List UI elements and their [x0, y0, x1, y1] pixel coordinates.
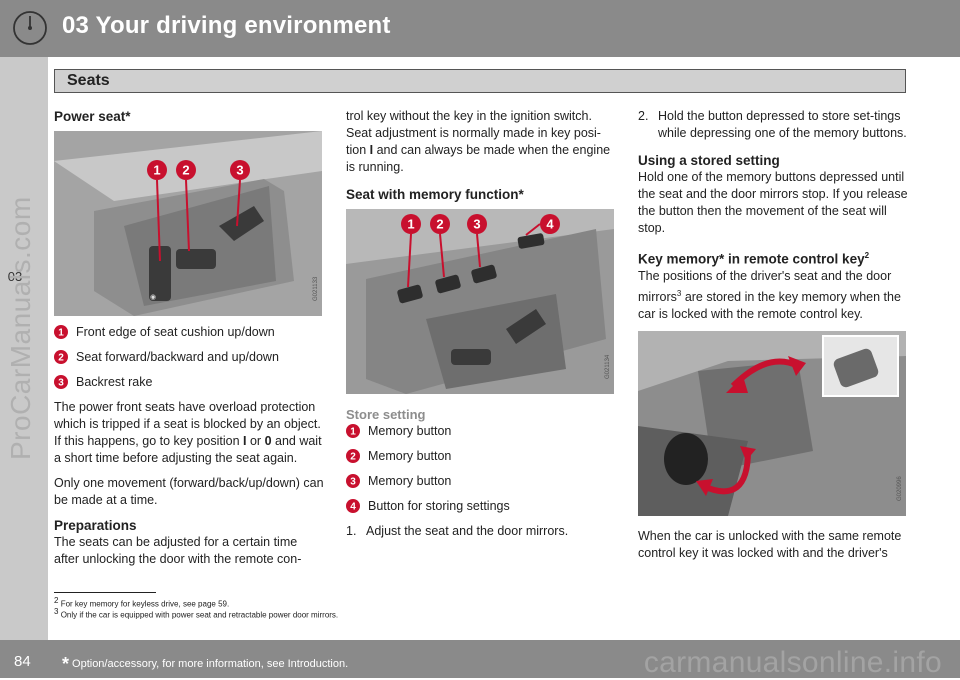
- header-bar: 03 Your driving environment: [0, 0, 960, 57]
- key-memory-figure: G020996: [638, 330, 906, 516]
- callout-item: 1 Memory button: [346, 423, 616, 440]
- number-badge-icon: 1: [346, 424, 360, 438]
- callout-lines: [407, 223, 541, 288]
- figure-badge-3: 3: [467, 214, 487, 239]
- using-setting-heading: Using a stored setting: [638, 153, 780, 168]
- step-text: Adjust the seat and the door mirrors.: [366, 524, 569, 538]
- memory-seat-figure: 1 2 3 4 G021134: [346, 209, 614, 394]
- closing-text: When the car is unlocked with the same r…: [638, 528, 902, 560]
- svg-text:4: 4: [350, 502, 356, 513]
- number-badge-icon: 2: [54, 350, 68, 364]
- continuation-paragraph: trol key without the key in the ignition…: [346, 109, 611, 174]
- figure-badge-2: 2: [430, 214, 450, 239]
- callout-item: 3 Memory button: [346, 473, 616, 490]
- footer-bar: 84 *Option/accessory, for more informati…: [0, 640, 960, 679]
- number-badge-icon: 4: [346, 499, 360, 513]
- number-badge-icon: 2: [346, 449, 360, 463]
- preparations-text: The seats can be adjusted for a certain …: [54, 535, 302, 566]
- section-title-box: Seats: [54, 69, 906, 93]
- footnote-item: 3 Only if the car is equipped with power…: [54, 607, 339, 620]
- chapter-title: 03 Your driving environment: [62, 12, 391, 39]
- key-memory-heading: Key memory* in remote control key2: [638, 251, 870, 267]
- side-tab-number: 03: [7, 269, 23, 284]
- number-badge-icon: 3: [54, 375, 68, 389]
- callout-item: 1 Front edge of seat cushion up/down: [54, 324, 324, 341]
- svg-text:2: 2: [182, 163, 189, 178]
- figure-badge-3: 3: [230, 160, 250, 185]
- callout-item: 3 Backrest rake: [54, 374, 324, 391]
- store-setting-heading: Store setting: [346, 407, 426, 422]
- svg-text:3: 3: [236, 163, 243, 178]
- svg-text:4: 4: [546, 217, 554, 232]
- number-badge-icon: 3: [346, 474, 360, 488]
- section-title: Seats: [67, 72, 110, 89]
- callout-text: Memory button: [368, 474, 452, 488]
- footnote-divider: [54, 592, 156, 593]
- callout-item: 2 Seat forward/backward and up/down: [54, 349, 324, 366]
- memory-heading: Seat with memory function*: [346, 187, 524, 202]
- svg-text:◉: ◉: [150, 294, 156, 301]
- overload-paragraph: The power front seats have overload prot…: [54, 400, 322, 465]
- footer-note: *Option/accessory, for more information,…: [62, 654, 349, 674]
- callout-text: Backrest rake: [76, 375, 153, 389]
- callout-text: Front edge of seat cushion up/down: [76, 325, 275, 339]
- figure-code: G020996: [897, 475, 903, 501]
- callout-item: 4 Button for storing settings: [346, 498, 616, 515]
- svg-text:3: 3: [473, 217, 480, 232]
- callout-text: Memory button: [368, 424, 452, 438]
- svg-text:1: 1: [58, 328, 64, 339]
- bottom-watermark: carmanualsonline.info: [643, 646, 942, 679]
- step-number: 2.: [638, 109, 649, 123]
- callout-text: Memory button: [368, 449, 452, 463]
- step-item: 2. Hold the button depressed to store se…: [638, 108, 908, 142]
- using-setting-text: Hold one of the memory buttons depressed…: [638, 170, 908, 235]
- svg-text:3: 3: [58, 378, 64, 389]
- callout-item: 2 Memory button: [346, 448, 616, 465]
- power-seat-figure: ◉ 1 2 3 G021133: [54, 131, 322, 316]
- svg-text:2: 2: [58, 353, 64, 364]
- step-text: Hold the button depressed to store set-t…: [658, 109, 907, 140]
- column-1: Power seat* ◉ 1 2 3 G021133 1 Fron: [54, 108, 324, 576]
- figure-badge-2: 2: [176, 160, 196, 185]
- figure-badge-1: 1: [401, 214, 421, 239]
- chapter-side-tab: 03: [0, 57, 48, 645]
- footnote-item: 2 For key memory for keyless drive, see …: [54, 596, 230, 609]
- movement-paragraph: Only one movement (forward/back/up/down)…: [54, 476, 324, 507]
- column-2: trol key without the key in the ignition…: [346, 108, 616, 548]
- key-memory-text: The positions of the driver's seat and t…: [638, 268, 901, 321]
- svg-text:2: 2: [436, 217, 443, 232]
- power-seat-heading: Power seat*: [54, 109, 131, 124]
- asterisk-icon: *: [62, 654, 70, 674]
- figure-badge-1: 1: [147, 160, 167, 185]
- page-number: 84: [14, 653, 31, 670]
- gauge-icon: [13, 11, 47, 45]
- callout-text: Button for storing settings: [368, 499, 510, 513]
- key-memory-illustration: [638, 330, 906, 516]
- preparations-heading: Preparations: [54, 518, 137, 533]
- svg-text:1: 1: [407, 217, 414, 232]
- figure-badge-4: 4: [540, 214, 560, 239]
- step-item: 1. Adjust the seat and the door mirrors.: [346, 523, 616, 540]
- step-number: 1.: [346, 524, 357, 538]
- svg-text:1: 1: [153, 163, 160, 178]
- side-watermark: ProCarManuals.com: [5, 196, 36, 460]
- column-3: 2. Hold the button depressed to store se…: [638, 108, 908, 570]
- svg-text:3: 3: [350, 477, 356, 488]
- svg-text:1: 1: [350, 427, 356, 438]
- figure-code: G021133: [313, 276, 319, 301]
- callout-lines: [156, 179, 241, 262]
- callout-text: Seat forward/backward and up/down: [76, 350, 279, 364]
- svg-text:2: 2: [350, 452, 356, 463]
- number-badge-icon: 1: [54, 325, 68, 339]
- figure-code: G021134: [605, 354, 611, 379]
